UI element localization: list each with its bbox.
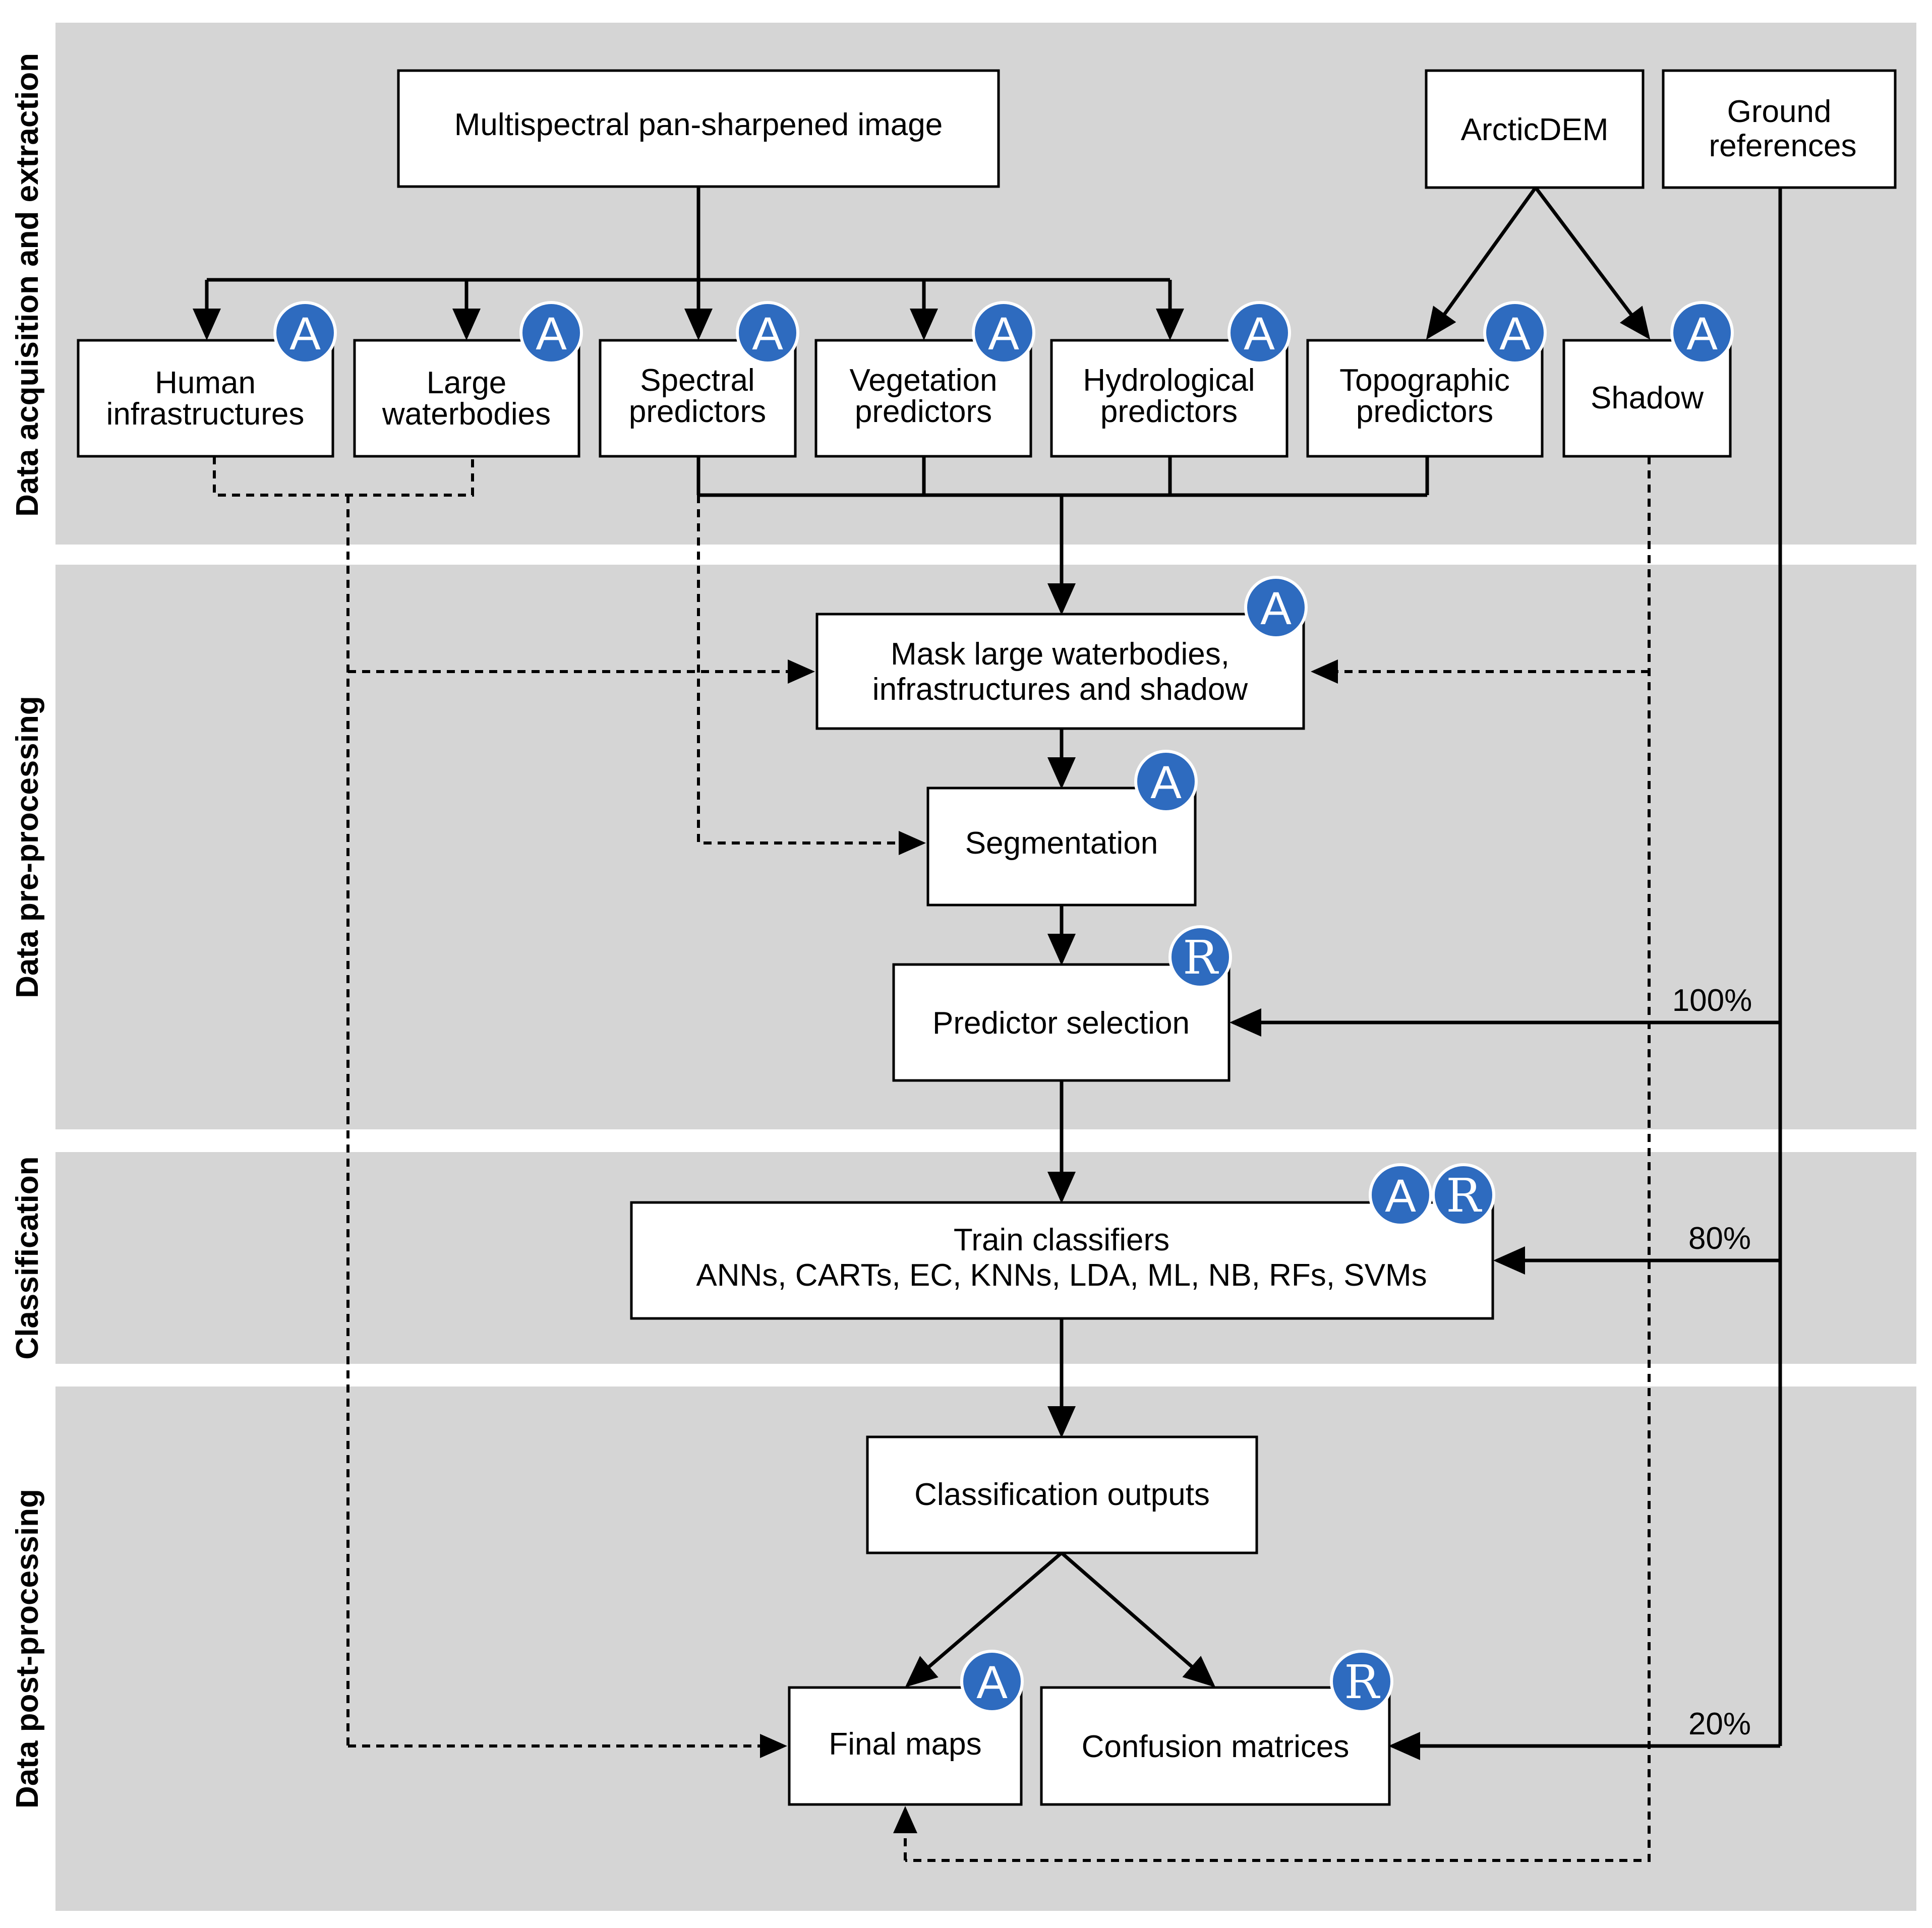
badge-a-hydrological: A	[1227, 301, 1291, 365]
svg-text:A: A	[289, 308, 321, 359]
box-ground-references: Ground references	[1662, 69, 1897, 189]
box-mask-line1: Mask large waterbodies,	[891, 637, 1230, 672]
svg-text:A: A	[1244, 308, 1275, 359]
pct-validation: 20%	[1688, 1707, 1751, 1741]
badge-a-final-maps: A	[960, 1650, 1024, 1713]
box-outputs-label: Classification outputs	[914, 1477, 1210, 1512]
box-water-line2: waterbodies	[382, 397, 551, 432]
box-water-line1: Large	[427, 366, 507, 400]
box-arcticdem: ArcticDEM	[1425, 69, 1645, 189]
band-label-classification: Classification	[10, 1156, 45, 1359]
box-predictor-selection-label: Predictor selection	[932, 1006, 1190, 1041]
band-label-preprocessing: Data pre-processing	[10, 696, 45, 998]
svg-text:A: A	[1499, 308, 1531, 359]
badge-a-mask: A	[1244, 576, 1308, 639]
badge-a-shadow: A	[1670, 301, 1734, 365]
box-shadow-label: Shadow	[1591, 381, 1704, 415]
band-label-postprocessing: Data post-processing	[10, 1489, 45, 1809]
badge-a-vegetation: A	[972, 301, 1035, 365]
badge-a-waterbodies: A	[519, 301, 583, 365]
badge-r-predictor-selection: R	[1168, 925, 1232, 989]
badge-r-confusion-matrices: R	[1330, 1650, 1393, 1713]
box-ground-line2: references	[1709, 129, 1857, 163]
box-topo-line1: Topographic	[1339, 363, 1510, 398]
box-arcticdem-label: ArcticDEM	[1461, 112, 1609, 147]
box-human-line1: Human	[155, 366, 256, 400]
band-label-acquisition: Data acquisition and extraction	[10, 53, 45, 517]
dashed-connectors	[213, 456, 1651, 1862]
box-confusion-matrices: Confusion matrices	[1040, 1686, 1391, 1806]
svg-text:A: A	[536, 308, 567, 359]
box-train-line1: Train classifiers	[954, 1223, 1169, 1257]
svg-text:A: A	[976, 1657, 1008, 1708]
box-final-maps-label: Final maps	[829, 1727, 981, 1762]
badge-a-train-classifiers: A	[1369, 1163, 1432, 1227]
box-hydro-line1: Hydrological	[1083, 363, 1255, 398]
box-topo-line2: predictors	[1356, 394, 1493, 429]
badge-a-spectral: A	[736, 301, 799, 365]
box-mask-line2: infrastructures and shadow	[872, 672, 1248, 707]
svg-text:A: A	[1260, 583, 1292, 634]
solid-connectors	[193, 186, 1782, 1760]
badge-a-segmentation: A	[1134, 750, 1198, 813]
box-train-classifiers: Train classifiers ANNs, CARTs, EC, KNNs,…	[630, 1201, 1494, 1320]
box-vegetation-line2: predictors	[855, 394, 992, 429]
box-segmentation-label: Segmentation	[965, 826, 1158, 861]
box-multispectral-label: Multispectral pan-sharpened image	[454, 107, 943, 142]
box-vegetation-line1: Vegetation	[849, 363, 997, 398]
pct-training: 80%	[1688, 1221, 1751, 1256]
svg-text:R: R	[1446, 1169, 1482, 1223]
svg-text:A: A	[988, 308, 1019, 359]
box-mask: Mask large waterbodies, infrastructures …	[815, 613, 1305, 730]
box-confusion-label: Confusion matrices	[1082, 1729, 1350, 1764]
box-spectral-line1: Spectral	[640, 363, 754, 398]
svg-text:A: A	[1150, 757, 1182, 808]
svg-text:A: A	[1686, 308, 1718, 359]
svg-text:A: A	[752, 308, 783, 359]
svg-text:R: R	[1344, 1655, 1380, 1709]
svg-text:A: A	[1385, 1170, 1416, 1222]
box-segmentation: Segmentation	[926, 787, 1197, 907]
badge-a-topographic: A	[1483, 301, 1547, 365]
badge-a-human: A	[273, 301, 337, 365]
pct-selection: 100%	[1672, 983, 1752, 1018]
svg-text:R: R	[1183, 931, 1219, 985]
box-ground-line1: Ground	[1727, 94, 1832, 129]
box-classification-outputs: Classification outputs	[866, 1435, 1258, 1554]
box-hydro-line2: predictors	[1100, 394, 1238, 429]
box-predictor-selection: Predictor selection	[892, 963, 1231, 1082]
box-train-line2: ANNs, CARTs, EC, KNNs, LDA, ML, NB, RFs,…	[696, 1258, 1427, 1293]
box-multispectral-image: Multispectral pan-sharpened image	[397, 69, 1000, 188]
box-human-line2: infrastructures	[106, 397, 305, 432]
badge-r-train-classifiers: R	[1432, 1163, 1495, 1227]
box-spectral-line2: predictors	[629, 394, 766, 429]
